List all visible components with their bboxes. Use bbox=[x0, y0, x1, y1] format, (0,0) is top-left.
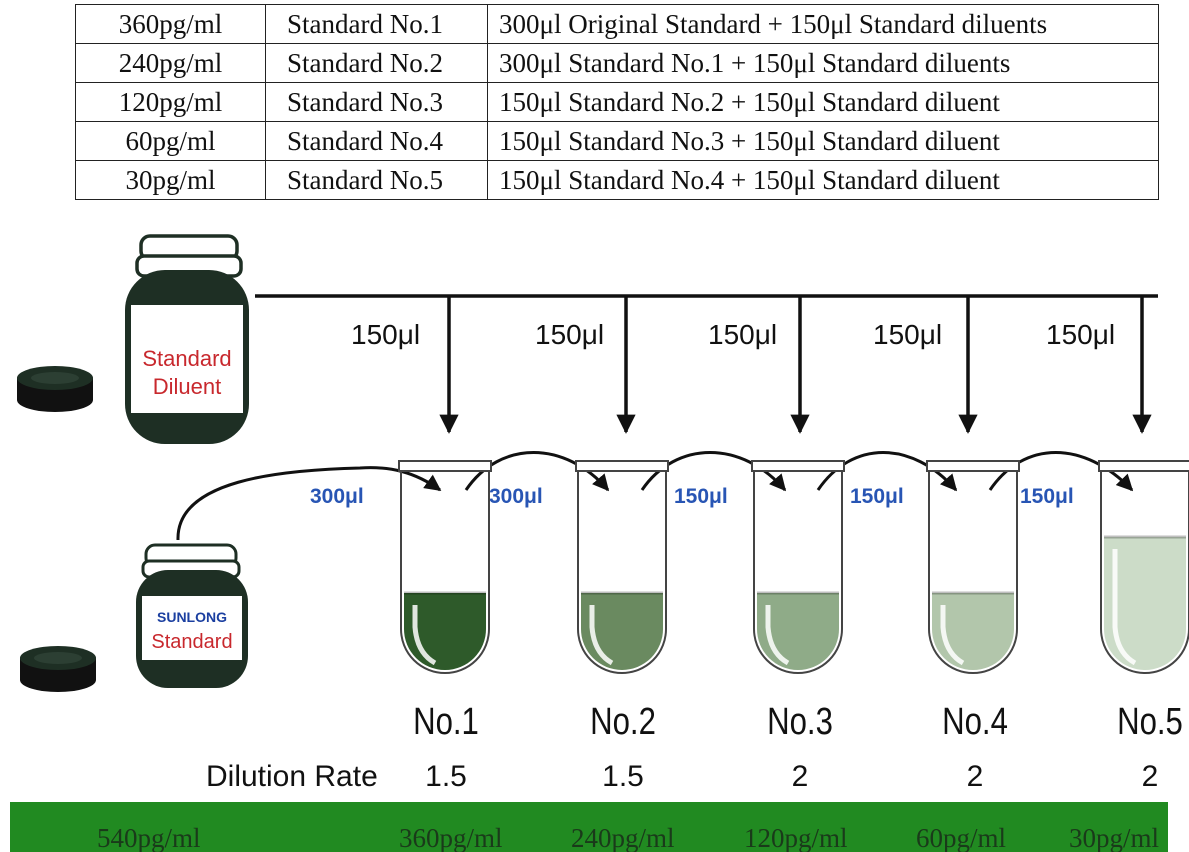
dilution-rate-value: 1.5 bbox=[602, 760, 644, 793]
diluent-bottle: Standard Diluent bbox=[125, 234, 249, 444]
tube-rim bbox=[575, 460, 669, 472]
brand-label: SUNLONG bbox=[157, 609, 227, 625]
dilution-rate-value: 2 bbox=[967, 760, 984, 793]
diluent-bottle-cap bbox=[17, 366, 93, 412]
tube-highlight bbox=[589, 605, 614, 666]
transfer-arrow bbox=[464, 451, 610, 492]
tube-rim bbox=[751, 460, 845, 472]
table-row: 30pg/ml Standard No.5 150μl Standard No.… bbox=[75, 160, 1159, 200]
tube: No.2 1.5 bbox=[575, 460, 669, 793]
tube-label: No.2 bbox=[590, 701, 656, 743]
concentration-cell: 30pg/ml bbox=[75, 160, 266, 200]
tube-rim bbox=[926, 460, 1020, 472]
dilution-table: 360pg/ml Standard No.1 300μl Original St… bbox=[75, 4, 1159, 200]
table-row: 60pg/ml Standard No.4 150μl Standard No.… bbox=[75, 121, 1159, 161]
tube-glass bbox=[1100, 461, 1189, 674]
tube: No.4 2 bbox=[926, 460, 1020, 793]
tube-label: No.3 bbox=[767, 701, 833, 743]
tube: No.5 2 bbox=[1098, 460, 1189, 793]
tube-highlight bbox=[765, 605, 790, 666]
preparation-cell: 150μl Standard No.4 + 150μl Standard dil… bbox=[487, 160, 1159, 200]
standard-label: Standard bbox=[151, 631, 232, 653]
transfer-arrow bbox=[816, 451, 958, 492]
standard-cell: Standard No.4 bbox=[265, 121, 488, 161]
table-row: 120pg/ml Standard No.3 150μl Standard No… bbox=[75, 82, 1159, 122]
tube-rim bbox=[398, 460, 492, 472]
diluent-volume-label: 150μl bbox=[1046, 319, 1115, 350]
tube-glass bbox=[928, 461, 1018, 674]
tube-glass bbox=[753, 461, 843, 674]
diluent-volume-label: 150μl bbox=[535, 319, 604, 350]
diluent-volume-label: 150μl bbox=[708, 319, 777, 350]
diluent-drop-arrows: 150μl 150μl 150μl 150μl 150μl bbox=[351, 296, 1152, 434]
tubes: No.1 1.5 No.2 1.5 No.3 2 No.4 2 No.5 2 bbox=[398, 460, 1189, 793]
concentration-value: 360pg/ml bbox=[399, 823, 503, 852]
table-row: 360pg/ml Standard No.1 300μl Original St… bbox=[75, 4, 1159, 44]
diluent-volume-label: 150μl bbox=[873, 319, 942, 350]
transfer-volume-label: 150μl bbox=[674, 485, 728, 508]
standard-cell: Standard No.5 bbox=[265, 160, 488, 200]
transfer-volume-label: 150μl bbox=[1020, 485, 1074, 508]
tube-highlight bbox=[1112, 549, 1137, 666]
transfer-arrow bbox=[988, 451, 1134, 492]
transfer-arrow bbox=[176, 466, 442, 541]
diluent-volume-label: 150μl bbox=[351, 319, 420, 350]
standard-cell: Standard No.1 bbox=[265, 4, 488, 44]
dilution-rate-value: 1.5 bbox=[425, 760, 467, 793]
concentration-value: 30pg/ml bbox=[1069, 823, 1160, 852]
bottle-label bbox=[142, 596, 242, 660]
concentration-bar: 540pg/ml 360pg/ml 240pg/ml 120pg/ml 60pg… bbox=[10, 802, 1168, 852]
tube-glass bbox=[400, 461, 490, 674]
concentration-value: 540pg/ml bbox=[97, 823, 201, 852]
diluent-label-line1: Standard bbox=[142, 346, 231, 371]
preparation-cell: 150μl Standard No.2 + 150μl Standard dil… bbox=[487, 82, 1159, 122]
tube-label: No.4 bbox=[942, 701, 1008, 743]
tube-label: No.5 bbox=[1117, 701, 1183, 743]
standard-cell: Standard No.3 bbox=[265, 82, 488, 122]
concentration-value: 240pg/ml bbox=[571, 823, 675, 852]
transfer-arrow bbox=[640, 451, 787, 492]
dilution-rate-value: 2 bbox=[792, 760, 809, 793]
concentration-cell: 60pg/ml bbox=[75, 121, 266, 161]
preparation-cell: 150μl Standard No.3 + 150μl Standard dil… bbox=[487, 121, 1159, 161]
tube-rim bbox=[1098, 460, 1189, 472]
transfer-volume-label: 150μl bbox=[850, 485, 904, 508]
preparation-cell: 300μl Standard No.1 + 150μl Standard dil… bbox=[487, 43, 1159, 83]
transfer-volume-label: 300μl bbox=[310, 485, 364, 508]
concentration-cell: 360pg/ml bbox=[75, 4, 266, 44]
preparation-cell: 300μl Original Standard + 150μl Standard… bbox=[487, 4, 1159, 44]
tube: No.3 2 bbox=[751, 460, 845, 793]
concentration-value: 60pg/ml bbox=[916, 823, 1007, 852]
tube-highlight bbox=[412, 605, 437, 666]
dilution-rate-label: Dilution Rate bbox=[206, 760, 378, 793]
diluent-label-line2: Diluent bbox=[153, 374, 221, 399]
bottle-label bbox=[131, 305, 243, 413]
standard-bottle-cap bbox=[20, 646, 96, 692]
standard-bottle: SUNLONG Standard bbox=[136, 543, 248, 688]
tube: No.1 1.5 bbox=[398, 460, 492, 793]
tube-glass bbox=[577, 461, 667, 674]
tube-highlight bbox=[940, 605, 965, 666]
transfer-volume-label: 300μl bbox=[489, 485, 543, 508]
tube-label: No.1 bbox=[413, 701, 479, 743]
tube-liquid bbox=[1104, 537, 1186, 670]
dilution-rate-value: 2 bbox=[1142, 760, 1159, 793]
concentration-value: 120pg/ml bbox=[744, 823, 848, 852]
